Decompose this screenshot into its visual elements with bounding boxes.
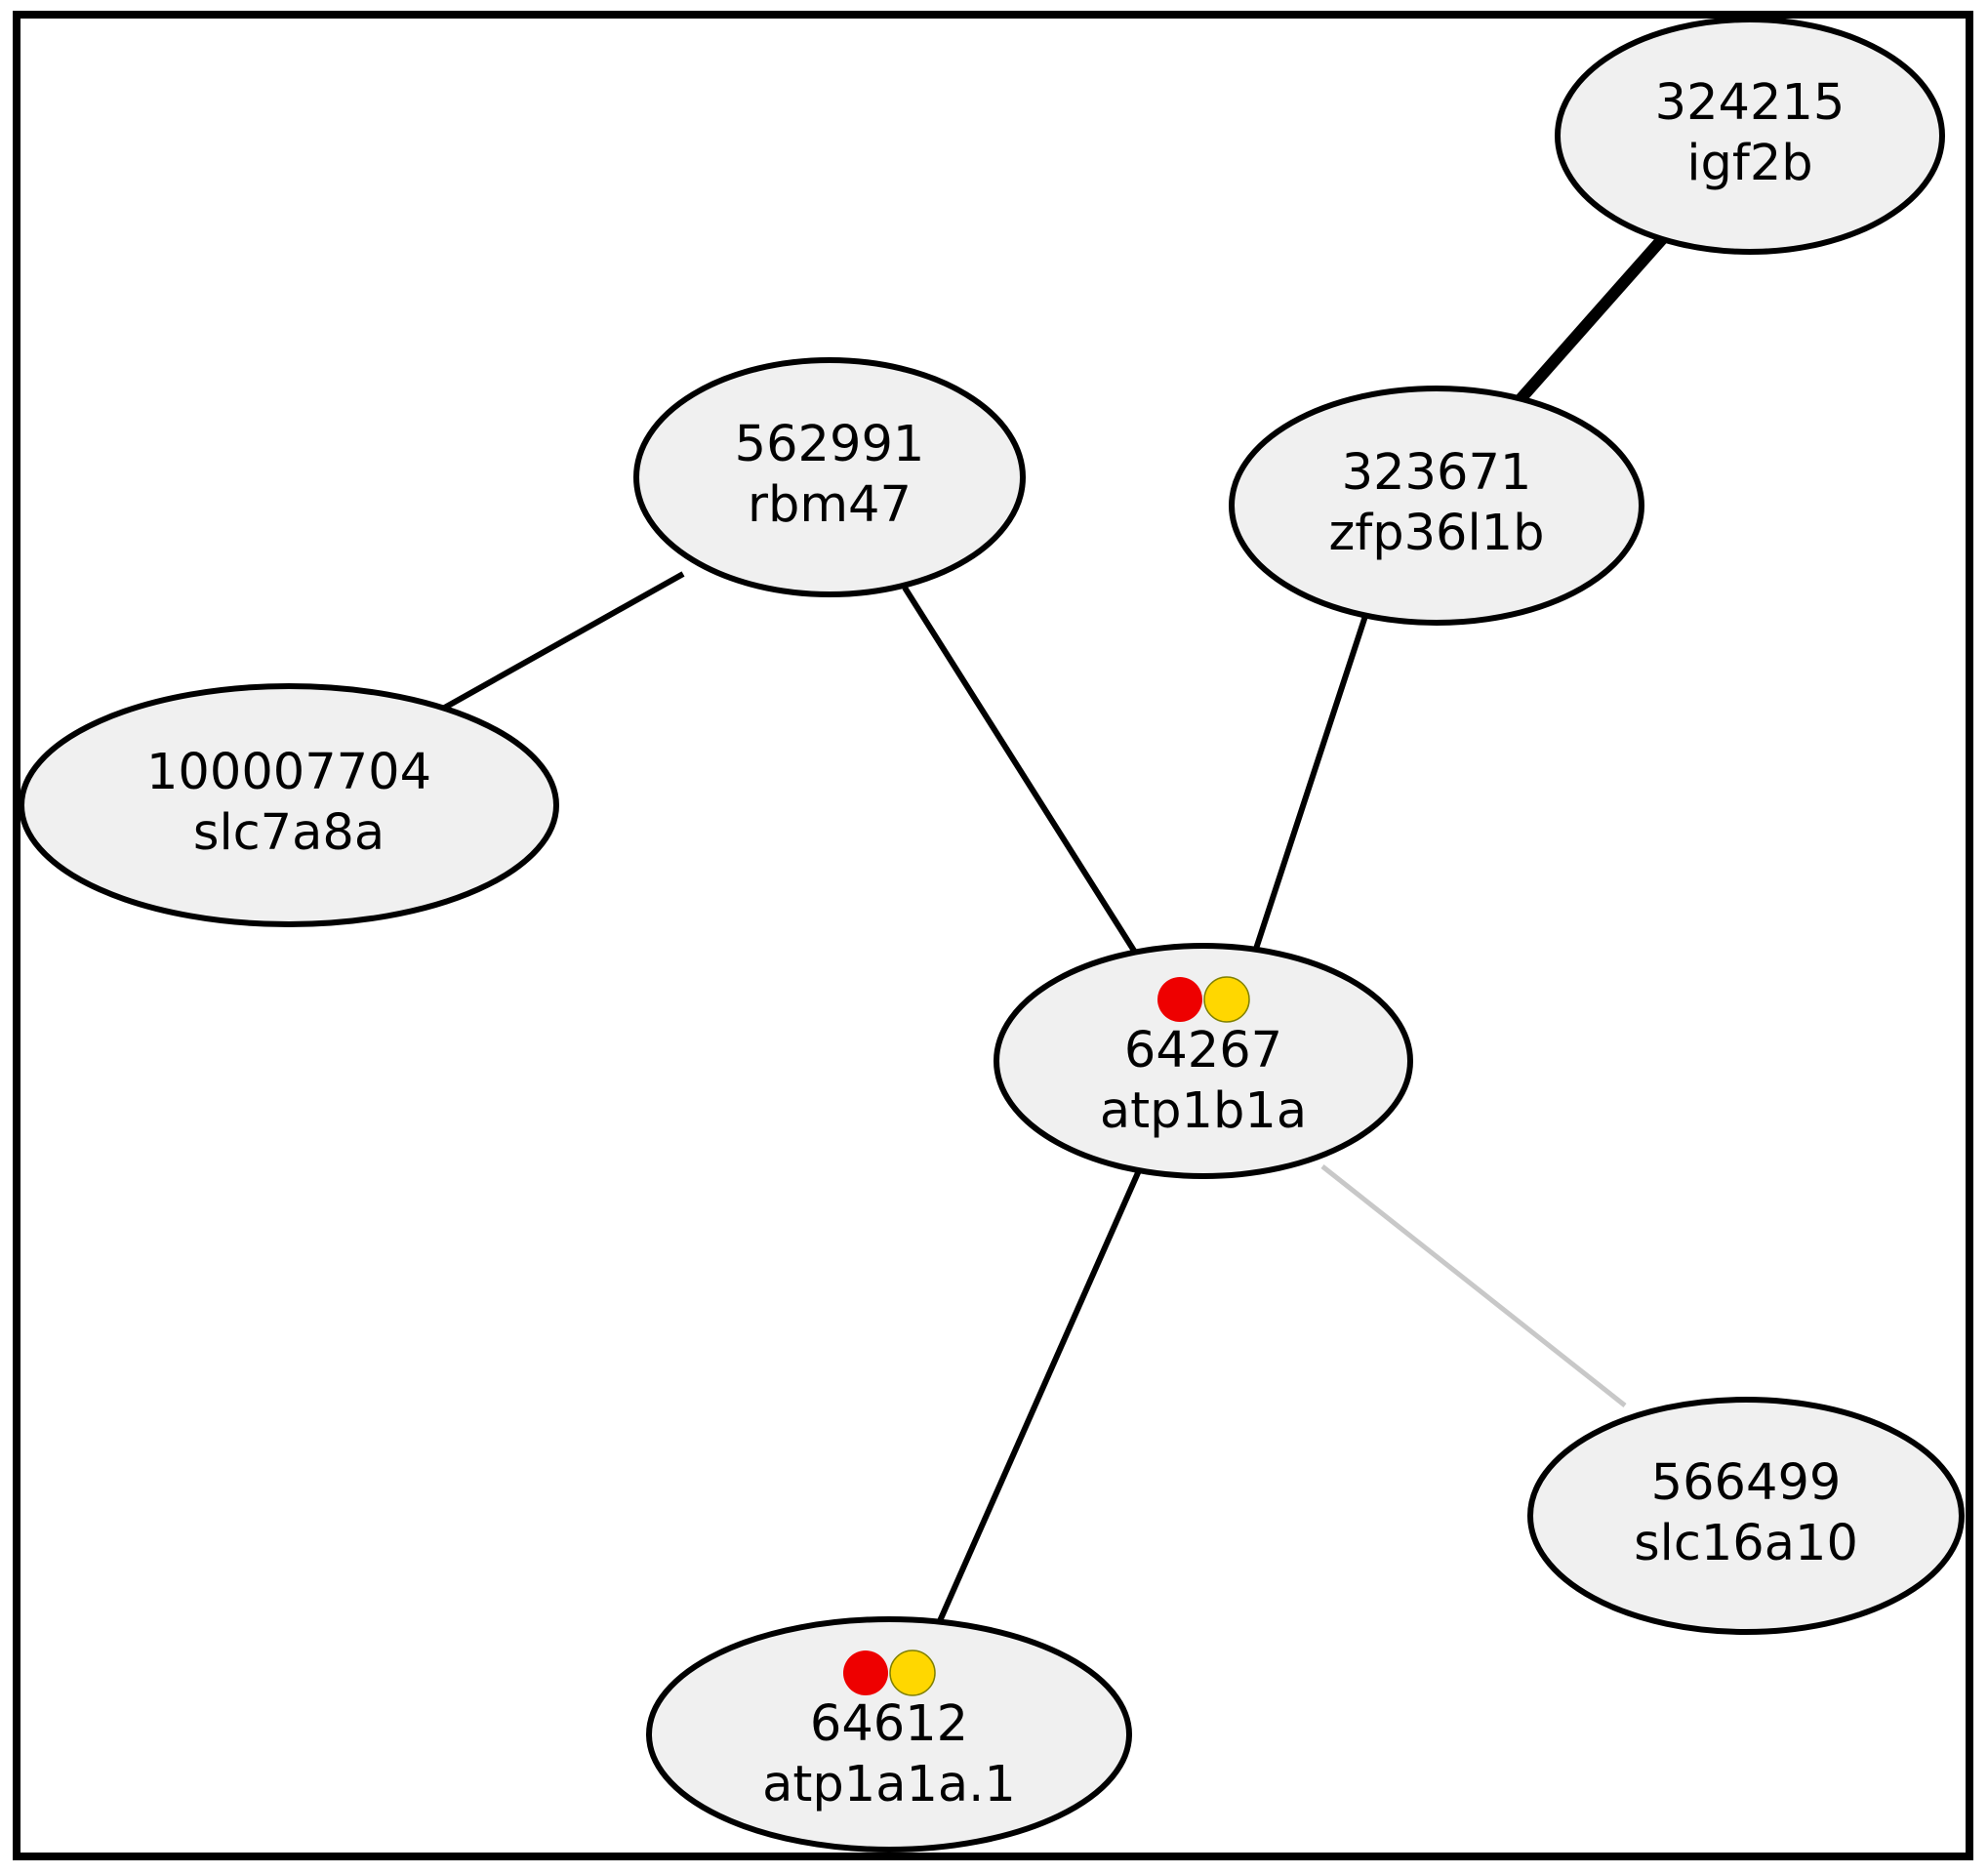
node-gene-id: 562991 <box>735 416 925 473</box>
edges-layer <box>439 234 1668 1625</box>
edge-562991-100007704[interactable] <box>439 571 685 713</box>
node-gene-name: slc16a10 <box>1634 1515 1858 1572</box>
node-gene-name: atp1a1a.1 <box>762 1756 1016 1813</box>
node-marker-yellow-icon <box>889 1650 936 1696</box>
edge-562991-64267[interactable] <box>902 586 1137 953</box>
node-gene-id: 566499 <box>1651 1454 1842 1512</box>
node-marker-yellow-icon <box>1203 976 1250 1023</box>
edge-323671-64267[interactable] <box>1253 612 1369 950</box>
node-gene-name: zfp36l1b <box>1329 505 1545 562</box>
node-marker-red-icon <box>843 1650 888 1695</box>
node-gene-name: slc7a8a <box>193 804 385 862</box>
node-ellipse[interactable] <box>1229 386 1644 626</box>
graph-border-frame <box>13 11 1973 1860</box>
edge-324215-323671[interactable] <box>1515 234 1668 404</box>
edge-64267-566499[interactable] <box>1320 1164 1627 1407</box>
node-gene-name: atp1b1a <box>1100 1082 1307 1140</box>
node-ellipse[interactable] <box>646 1616 1132 1853</box>
node-ellipse[interactable] <box>1555 17 1945 255</box>
node-gene-name: rbm47 <box>748 476 912 534</box>
node-gene-id: 324215 <box>1655 74 1846 132</box>
node-gene-id: 100007704 <box>146 744 431 801</box>
node-gene-id: 64612 <box>810 1695 968 1753</box>
edge-64267-64612[interactable] <box>936 1166 1143 1625</box>
node-ellipse[interactable] <box>994 943 1413 1179</box>
node-ellipse[interactable] <box>1527 1397 1965 1635</box>
node-gene-id: 323671 <box>1342 444 1532 502</box>
node-ellipse[interactable] <box>19 683 559 927</box>
node-marker-red-icon <box>1157 977 1202 1022</box>
node-gene-name: igf2b <box>1686 135 1812 192</box>
node-gene-id: 64267 <box>1124 1022 1282 1080</box>
node-ellipse[interactable] <box>633 357 1026 597</box>
